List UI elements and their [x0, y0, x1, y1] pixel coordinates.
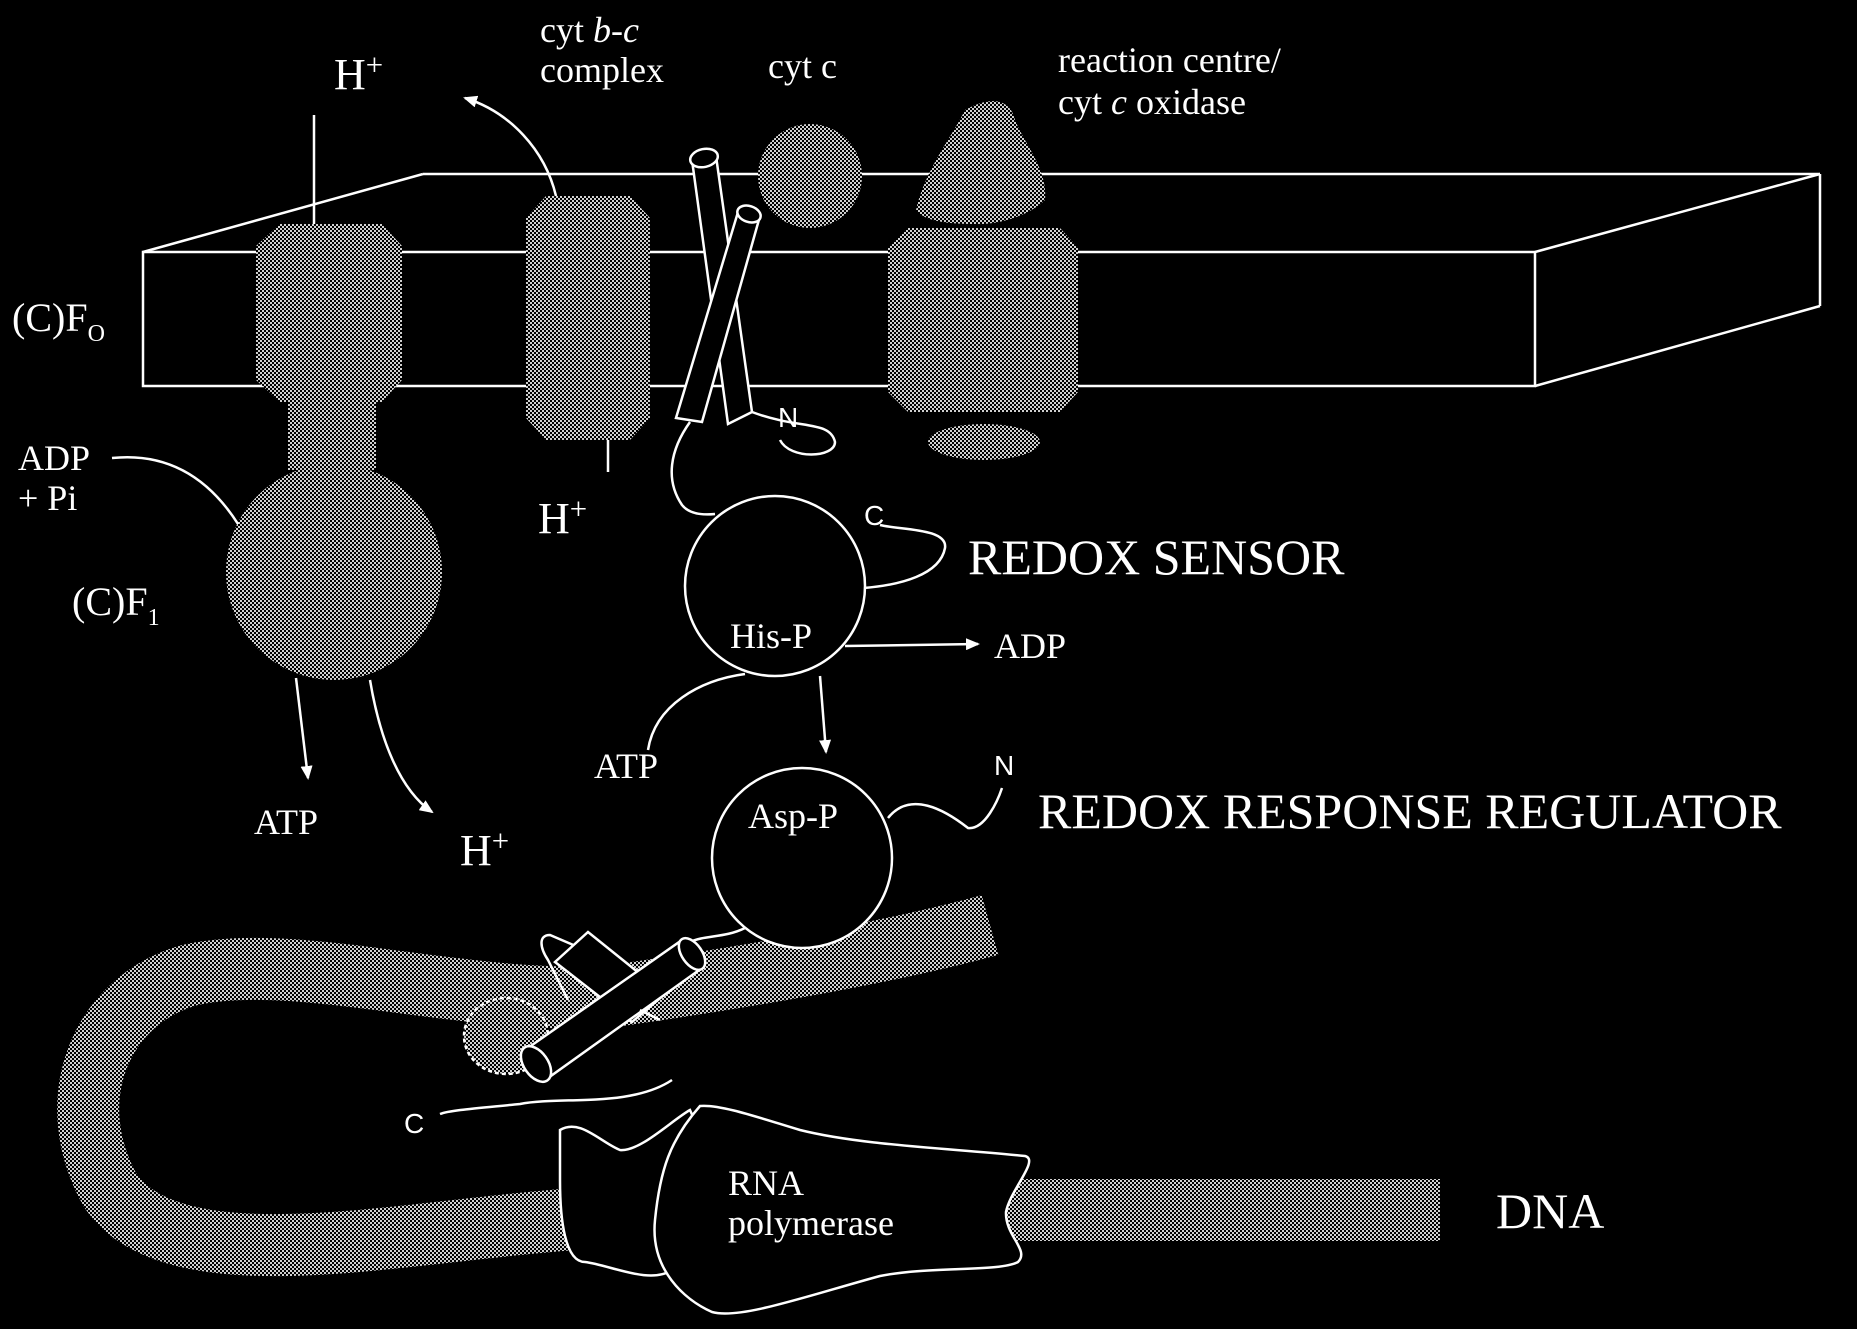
atp-label-sensor: ATP: [594, 748, 658, 784]
adp-pi-label: ADP + Pi: [18, 440, 90, 516]
n-terminus-label-regulator: N: [994, 752, 1014, 780]
n-terminus-label-sensor: N: [778, 404, 798, 432]
cyt-c-protein: [758, 124, 862, 228]
cfo-label: (C)FO: [12, 298, 105, 346]
asp-p-label: Asp-P: [748, 798, 838, 834]
sensor-c-terminus: [864, 525, 945, 588]
sensor-linker: [672, 422, 715, 514]
cyt-c-label: cyt c: [768, 48, 837, 84]
redox-response-regulator-title: REDOX RESPONSE REGULATOR: [1038, 786, 1782, 836]
h-plus-label-bottom: H+: [460, 826, 509, 873]
reaction-centre-label: reaction centre/ cyt c oxidase: [1058, 42, 1281, 120]
phospho-transfer-arrow: [820, 676, 826, 752]
adp-label-sensor: ADP: [994, 628, 1066, 664]
regulator-n-terminus: [888, 788, 1002, 828]
redox-sensor-title: REDOX SENSOR: [968, 532, 1344, 582]
reaction-centre: [888, 101, 1078, 460]
adp-out-arrow: [845, 644, 978, 646]
proton-out-arrow: [370, 680, 432, 812]
atp-in-arrow: [648, 674, 745, 750]
adp-pi-in-arrow: [112, 457, 238, 524]
h-plus-label-top: H+: [334, 50, 383, 97]
atp-out-arrow: [296, 678, 308, 778]
cf1-label: (C)F1: [72, 582, 160, 630]
his-p-label: His-P: [730, 618, 812, 654]
cyt-bc-label: cyt b-c complex: [540, 12, 664, 88]
dna-binding-domain: [440, 932, 711, 1114]
response-regulator-domain: [712, 768, 892, 948]
regulator-linker: [690, 928, 745, 942]
c-terminus-label-regulator: C: [404, 1110, 424, 1138]
atp-label-synthase: ATP: [254, 804, 318, 840]
h-plus-label-middle: H+: [538, 494, 587, 541]
c-terminus-label-sensor: C: [864, 502, 884, 530]
rna-polymerase-label: RNA polymerase: [728, 1164, 894, 1243]
dna-label: DNA: [1496, 1186, 1604, 1236]
